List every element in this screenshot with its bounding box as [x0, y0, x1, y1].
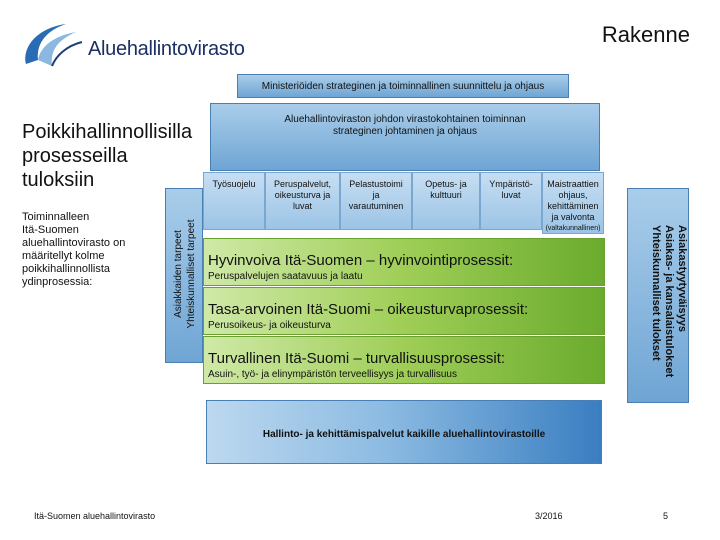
process-subtitle: Perusoikeus- ja oikeusturva [208, 320, 331, 331]
agency-logo-text: Aluehallintovirasto [88, 38, 245, 60]
column-line: (valtakunnallinen) [545, 225, 601, 232]
column-peruspalvelut: Peruspalvelut, oikeusturva ja luvat [265, 172, 340, 230]
left-body-text: Toiminnalleen Itä-Suomen aluehallintovir… [22, 211, 162, 289]
left-body-line-6: ydinprosessia: [22, 276, 93, 288]
left-heading: Poikkihallinnollisilla prosesseilla tulo… [22, 120, 192, 192]
customer-needs-label: Asiakkaiden tarpeet [173, 230, 184, 318]
agency-management-box: Aluehallintoviraston johdon virastokohta… [210, 103, 600, 171]
column-line: kulttuuri [430, 190, 462, 200]
process-subtitle: Peruspalvelujen saatavuus ja laatu [208, 271, 363, 282]
left-heading-line-2: prosesseilla [22, 145, 128, 167]
needs-vertical-bar: Asiakkaiden tarpeet Yhteiskunnalliset ta… [165, 188, 203, 363]
column-opetus: Opetus- ja kulttuuri [412, 172, 480, 230]
ministry-planning-box: Ministeriöiden strateginen ja toiminnall… [237, 74, 569, 98]
column-line: luvat [292, 201, 312, 211]
left-heading-line-3: tuloksiin [22, 169, 95, 191]
process-title: Hyvinvoiva Itä-Suomen – hyvinvointiprose… [208, 252, 514, 269]
left-body-line-4: määritellyt kolme [22, 250, 105, 262]
column-line: Maistraattien [547, 179, 599, 189]
customer-results-label: Asiakas- ja kansalaistulokset [663, 225, 675, 378]
process-title: Turvallinen Itä-Suomi – turvallisuuspros… [208, 350, 506, 367]
footer-page-number: 5 [663, 511, 669, 521]
column-line: ja [372, 190, 380, 200]
results-vertical-bar: Asiakastyytyväisyys Asiakas- ja kansalai… [627, 188, 689, 403]
admin-services-box: Hallinto- ja kehittämispalvelut kaikille… [206, 400, 602, 464]
column-line: varautuminen [348, 201, 404, 211]
column-line: Opetus- ja [425, 179, 467, 189]
left-heading-line-1: Poikkihallinnollisilla [22, 121, 193, 143]
process-turvallisuus: Turvallinen Itä-Suomi – turvallisuuspros… [203, 336, 605, 384]
left-body-line-1: Toiminnalleen [22, 211, 90, 223]
admin-services-label: Hallinto- ja kehittämispalvelut kaikille… [262, 429, 546, 440]
slide-title: Rakenne [601, 22, 690, 47]
column-line: ja valvonta [551, 212, 595, 222]
process-oikeusturva: Tasa-arvoinen Itä-Suomi – oikeusturvapro… [203, 287, 605, 335]
agency-management-line-2: strateginen johtaminen ja ohjaus [333, 126, 477, 137]
societal-needs-label: Yhteiskunnalliset tarpeet [186, 219, 197, 329]
column-maistraatit: Maistraattien ohjaus, kehittäminen ja va… [542, 172, 604, 234]
column-line: kehittäminen [547, 201, 599, 211]
left-body-line-2: Itä-Suomen [22, 224, 79, 236]
column-line: oikeusturva ja [274, 190, 331, 200]
left-body-line-3: aluehallintovirasto on [22, 237, 126, 249]
ministry-planning-label: Ministeriöiden strateginen ja toiminnall… [261, 80, 545, 92]
agency-logo-icon [25, 24, 83, 67]
column-tyosuojelu: Työsuojelu [203, 172, 265, 230]
footer-date: 3/2016 [535, 511, 563, 521]
column-ymparistoluvat: Ympäristö- luvat [480, 172, 542, 230]
column-line: Ympäristö- [489, 179, 533, 189]
left-body-line-5: poikkihallinnollista [22, 263, 111, 275]
process-subtitle: Asuin-, työ- ja elinympäristön terveelli… [208, 369, 457, 380]
column-line: Työsuojelu [212, 179, 256, 189]
column-pelastustoimi: Pelastustoimi ja varautuminen [340, 172, 412, 230]
column-line: Pelastustoimi [349, 179, 403, 189]
column-line: ohjaus, [558, 190, 588, 200]
agency-management-line-1: Aluehallintoviraston johdon virastokohta… [284, 114, 526, 125]
societal-results-label: Yhteiskunnalliset tulokset [650, 225, 662, 361]
column-line: Peruspalvelut, [273, 179, 332, 189]
column-line: luvat [501, 190, 521, 200]
customer-satisfaction-label: Asiakastyytyväisyys [676, 225, 688, 333]
footer-organization: Itä-Suomen aluehallintovirasto [34, 511, 156, 521]
process-title: Tasa-arvoinen Itä-Suomi – oikeusturvapro… [208, 301, 529, 318]
process-hyvinvointi: Hyvinvoiva Itä-Suomen – hyvinvointiprose… [203, 238, 605, 286]
